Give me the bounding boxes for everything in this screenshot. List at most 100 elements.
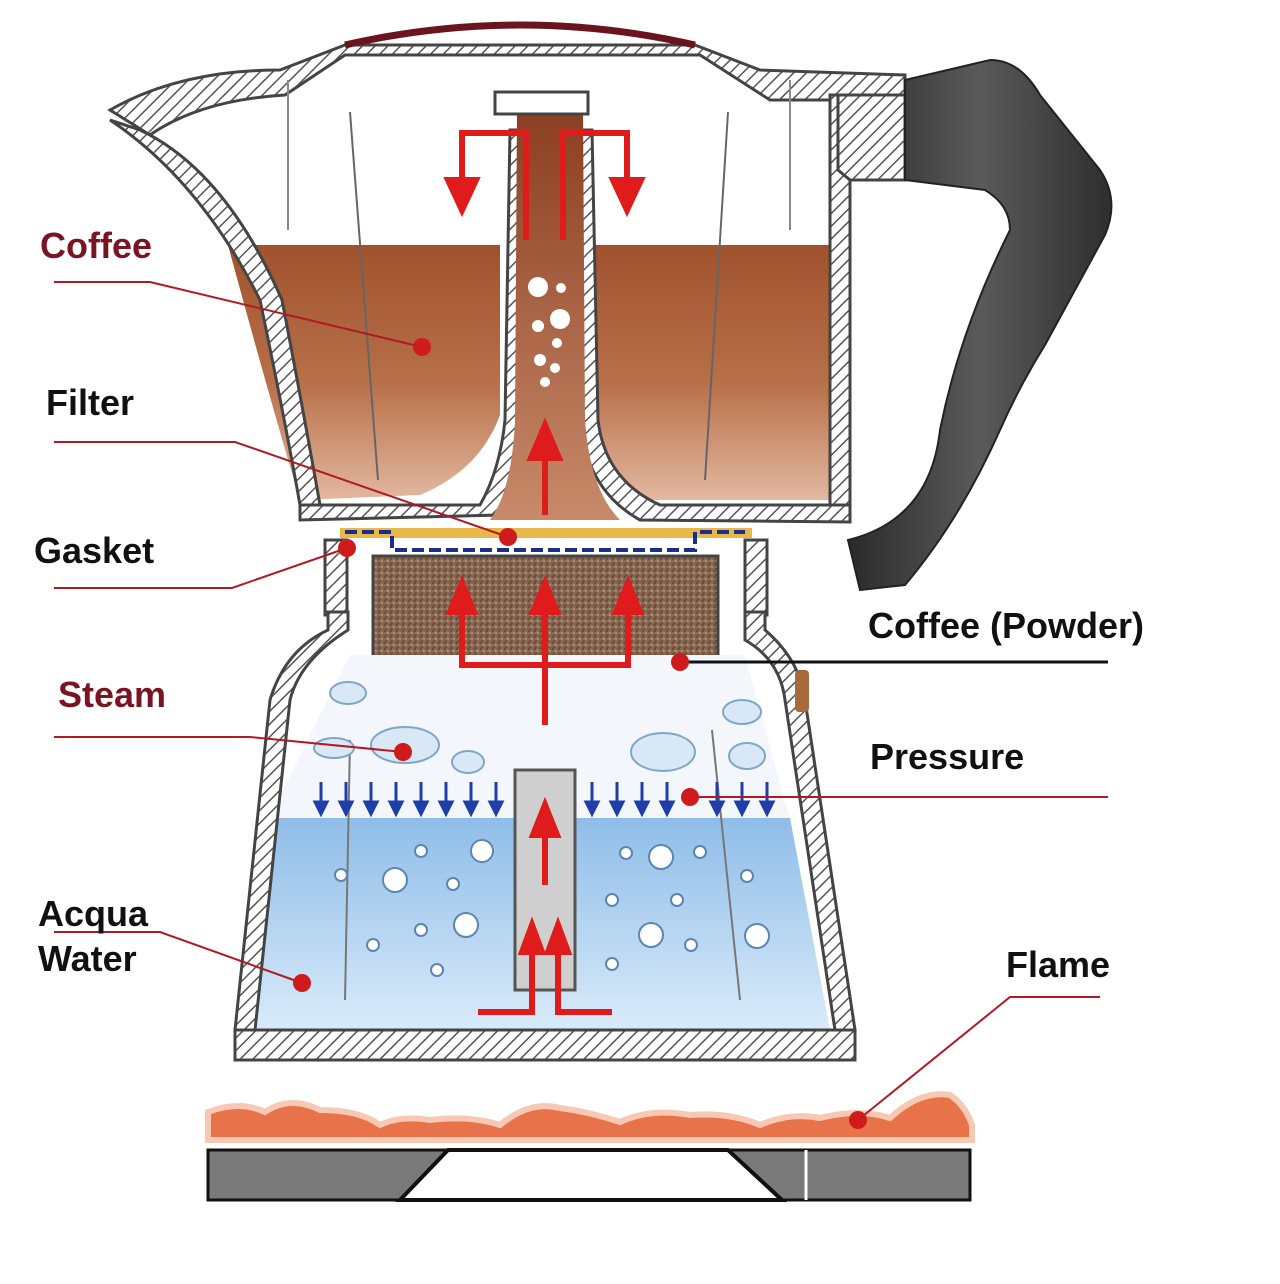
bubble-icon	[648, 844, 674, 870]
leader-filter	[54, 441, 509, 538]
bubble-icon	[382, 867, 408, 893]
labels: Coffee Filter Gasket Steam Acqua Water C…	[34, 225, 1144, 985]
boiler-floor	[233, 1028, 857, 1062]
bubble-icon	[334, 868, 348, 882]
label-gasket: Gasket	[34, 530, 154, 571]
column-bubbles	[528, 277, 570, 387]
pointer-dot	[849, 1111, 867, 1129]
bubble-icon	[693, 845, 707, 859]
joint	[323, 528, 769, 617]
handle	[846, 58, 1113, 592]
bubble-icon	[744, 923, 770, 949]
steam-cloud-icon	[451, 750, 485, 774]
flow-arrow-icon	[478, 916, 612, 1015]
label-coffee-powder: Coffee (Powder)	[868, 605, 1144, 646]
pressure-arrow-icon	[583, 782, 601, 818]
coffee-liquid-right	[590, 245, 830, 500]
pressure-arrow-icon	[658, 782, 676, 818]
steam-cloud-icon	[728, 742, 766, 770]
bubble-icon	[540, 377, 550, 387]
steam-cloud-icon	[329, 681, 367, 705]
hinge-block	[836, 93, 907, 182]
leader-gasket	[54, 547, 348, 589]
pressure-arrow-icon	[337, 782, 355, 818]
pointer-dot	[293, 974, 311, 992]
filter-plate	[345, 530, 745, 552]
bubble-icon	[453, 912, 479, 938]
pressure-arrow-icon	[437, 782, 455, 818]
label-pressure: Pressure	[870, 736, 1024, 777]
lid-knob	[344, 21, 696, 49]
pointer-dot	[413, 338, 431, 356]
flow-arrow-icon	[445, 575, 645, 725]
pressure-arrow-icon	[608, 782, 626, 818]
flow-arrow-icon	[560, 130, 646, 240]
upper-chamber	[107, 21, 907, 524]
pointer-dot	[499, 528, 517, 546]
bubble-icon	[550, 309, 570, 329]
glass-line	[349, 111, 379, 481]
pointer-dot	[394, 743, 412, 761]
pressure-arrow-icon	[487, 782, 505, 818]
bubble-icon	[740, 869, 754, 883]
pointer-dot	[681, 788, 699, 806]
leader-coffee	[54, 281, 423, 348]
label-acqua: Acqua	[38, 893, 149, 934]
bubble-icon	[552, 338, 562, 348]
flow-arrow-icon	[443, 130, 529, 240]
column-cap	[493, 90, 590, 116]
leader-lines	[54, 281, 1108, 1121]
bubble-icon	[470, 839, 494, 863]
bubble-icon	[670, 893, 684, 907]
label-water: Water	[38, 938, 137, 979]
pressure-arrow-icon	[362, 782, 380, 818]
bubble-icon	[430, 963, 444, 977]
collar-right	[743, 538, 769, 617]
gasket	[340, 528, 752, 538]
bubble-icon	[446, 877, 460, 891]
pointer-dots	[293, 338, 867, 1129]
pressure-arrow-icon	[758, 782, 776, 818]
flow-arrow-icon	[526, 417, 564, 515]
pressure-arrow-icon	[412, 782, 430, 818]
bubble-icon	[638, 922, 664, 948]
bubble-icon	[528, 277, 548, 297]
bubble-icon	[366, 938, 380, 952]
steam-clouds	[313, 681, 766, 774]
leader-steam	[54, 736, 404, 753]
bubble-icon	[619, 846, 633, 860]
pressure-arrow-icon	[462, 782, 480, 818]
pressure-arrow-icon	[633, 782, 651, 818]
bubble-icon	[550, 363, 560, 373]
bubble-icon	[684, 938, 698, 952]
pressure-arrows	[312, 782, 776, 818]
flow-arrow-icon	[528, 796, 562, 885]
glass-line	[704, 111, 729, 481]
water-bubbles	[334, 839, 770, 977]
pressure-arrow-icon	[387, 782, 405, 818]
steam-zone	[268, 655, 790, 820]
bubble-icon	[414, 923, 428, 937]
flame-icon	[205, 1091, 975, 1143]
bubble-icon	[414, 844, 428, 858]
label-coffee: Coffee	[40, 225, 152, 266]
pointer-dot	[671, 653, 689, 671]
pointer-dot	[338, 539, 356, 557]
boiler-right-wall	[743, 610, 857, 1032]
steam-cloud-icon	[313, 737, 355, 759]
bubble-icon	[605, 957, 619, 971]
safety-valve	[795, 670, 809, 712]
leader-flame	[857, 996, 1100, 1121]
lid	[107, 43, 907, 137]
label-flame: Flame	[1006, 944, 1110, 985]
bubble-icon	[605, 893, 619, 907]
bubble-icon	[556, 283, 566, 293]
flame-burner	[205, 1091, 975, 1202]
pressure-arrow-icon	[312, 782, 330, 818]
steam-cloud-icon	[630, 732, 696, 772]
pressure-arrow-icon	[733, 782, 751, 818]
label-filter: Filter	[46, 382, 134, 423]
burner-recess	[395, 1148, 788, 1202]
